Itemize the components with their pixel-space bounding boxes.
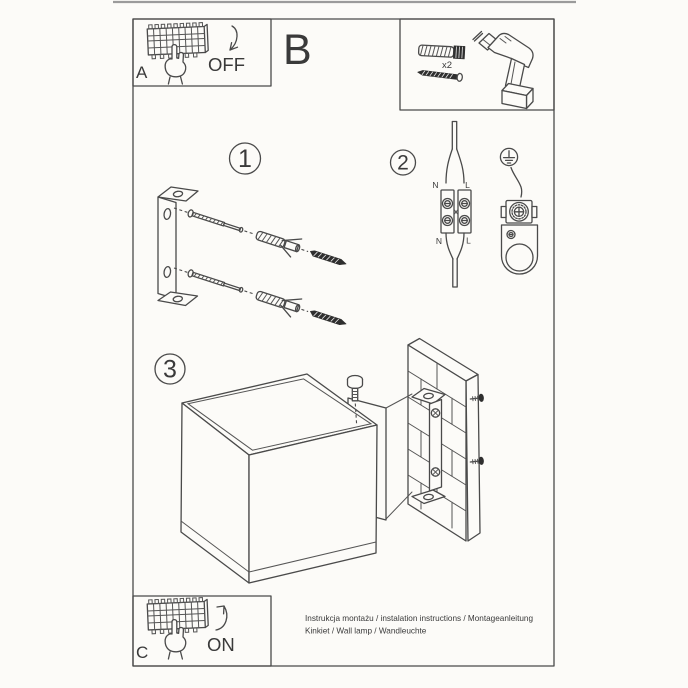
brick-wall — [407, 337, 481, 542]
step3-diagram — [154, 337, 484, 584]
lamp-cable — [445, 232, 465, 288]
step3-number: 3 — [163, 356, 177, 384]
section-letter-c: C — [136, 643, 148, 662]
wall-screw — [469, 456, 484, 465]
tools-box — [399, 18, 555, 111]
power-off-box — [132, 18, 272, 87]
step1-diagram — [157, 142, 350, 335]
screw-and-anchor-assembly — [173, 207, 347, 266]
wire-label-n-bottom: N — [436, 236, 442, 246]
page-frame — [132, 18, 555, 667]
step1-badge — [228, 142, 262, 175]
section-letter-a: A — [136, 63, 148, 82]
fixture-mounting-plate — [500, 224, 539, 275]
mounting-screw-icon — [417, 70, 463, 82]
wall-plug-icon — [417, 44, 466, 60]
step2-badge — [389, 149, 417, 176]
alignment-guide-line — [385, 491, 413, 520]
plug-quantity-label: x2 — [442, 60, 452, 71]
wire-label-l-top: L — [465, 180, 470, 190]
power-on-box — [132, 595, 272, 667]
wire-label-n-top: N — [432, 180, 438, 190]
switch-off-arrow-icon — [229, 25, 239, 51]
set-screw — [346, 374, 364, 402]
drill-icon — [472, 30, 534, 110]
supply-cable — [445, 120, 465, 184]
wall-screw — [469, 393, 484, 402]
wall-bracket — [411, 387, 446, 505]
step3-badge — [154, 353, 186, 385]
cube-lamp — [180, 373, 378, 584]
alignment-guide-line — [385, 393, 413, 409]
terminal-block — [440, 189, 472, 234]
off-label: OFF — [208, 54, 245, 75]
earth-terminal — [500, 199, 538, 224]
screw-guide-dash — [354, 403, 358, 425]
step2-diagram — [389, 120, 539, 288]
earth-icon — [499, 147, 519, 167]
earth-wire — [510, 166, 523, 198]
on-label: ON — [207, 634, 235, 655]
breaker-panel-off-illustration — [146, 21, 239, 85]
mounting-bracket — [157, 186, 199, 307]
section-letter-b: B — [283, 26, 312, 74]
footer-line-1: Instrukcja montażu / instalation instruc… — [305, 614, 533, 623]
switch-on-arrow-icon — [215, 605, 228, 631]
wire-label-l-bottom: L — [466, 236, 471, 246]
footer-line-2: Kinkiet / Wall lamp / Wandleuchte — [305, 627, 427, 636]
step1-number: 1 — [238, 145, 252, 173]
step2-number: 2 — [397, 152, 409, 175]
breaker-panel-on-illustration — [146, 596, 228, 660]
